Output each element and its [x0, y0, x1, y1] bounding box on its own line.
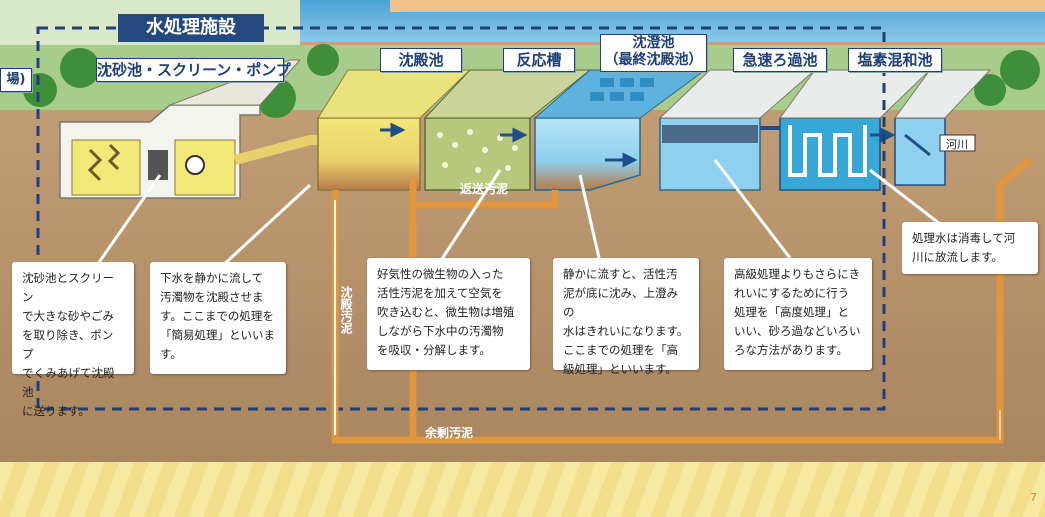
page-number: 7: [1030, 491, 1037, 504]
label-left-partial: 場): [0, 68, 32, 92]
river-label: 河川: [946, 138, 968, 151]
pointer-lines: [93, 159, 941, 270]
label-final-clarifier: 沈澄池 （最終沈殿池）: [600, 34, 707, 72]
label-grit-screen-pump: 沈砂池・スクリーン・ポンプ: [96, 58, 291, 82]
top-band: [390, 0, 1045, 12]
grit-chamber-building: [59, 59, 320, 199]
desc-grit-screen: 沈砂池とスクリーン で大きな砂やごみ を取り除き、ポンプ でくみあげて沈殿池 に…: [12, 262, 134, 418]
trees: [23, 44, 1040, 118]
label-rapid-filter: 急速ろ過池: [733, 48, 827, 72]
river-outlet: [894, 69, 992, 186]
label-sedimentation: 沈殿池: [380, 48, 462, 72]
label-reaction-tank: 反応槽: [503, 48, 575, 72]
page-title: 水処理施設: [118, 14, 264, 42]
excess-sludge-label: 余剰汚泥: [425, 426, 474, 440]
desc-final-clarifier: 静かに流すと、活性汚 泥が底に沈み、上澄みの 水はきれいになります。 ここまでの…: [553, 258, 699, 376]
sedimentation-sludge-label: 沈殿汚泥: [339, 286, 353, 334]
chlorine-mixing-tank: [779, 69, 932, 191]
facility-boundary: [36, 26, 886, 411]
label-chlorine-mixing: 塩素混和池: [848, 48, 942, 72]
desc-reaction-tank: 好気性の微生物の入った 活性汚泥を加えて空気を 吹き込むと、微生物は増殖 しなが…: [367, 258, 530, 370]
treatment-diagram: [0, 0, 1045, 462]
footer-band: [0, 462, 1045, 517]
desc-sedimentation: 下水を静かに流して 汚濁物を沈殿させま す。ここまでの処理を 「簡易処理」といい…: [150, 262, 286, 374]
rapid-filter: [658, 69, 817, 191]
desc-disinfection: 処理水は消毒して河 川に放流します。: [902, 222, 1038, 274]
return-sludge-label: 返送汚泥: [460, 182, 509, 196]
desc-advanced-treatment: 高級処理よりもさらにき れいにするために行う 処理を「高度処理」と いい、砂ろ過…: [724, 258, 872, 370]
